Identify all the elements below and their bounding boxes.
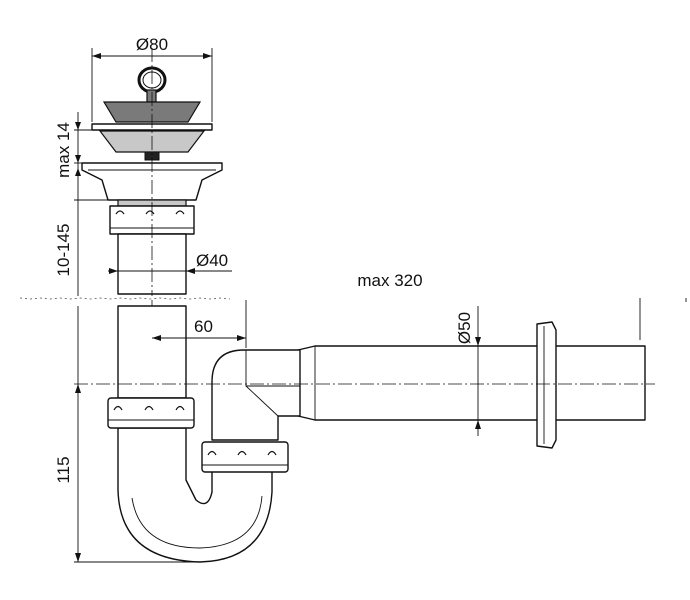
dim-tailpipe-diameter: Ø40 [108,251,232,274]
plug-stopper [102,101,202,123]
trap-bowl [117,427,273,563]
svg-text:max 14: max 14 [54,122,73,178]
dim-strainer-diameter: Ø80 [91,35,213,122]
svg-text:Ø50: Ø50 [455,312,474,344]
svg-text:115: 115 [54,456,73,483]
break-line [19,297,231,300]
dim-outlet-diameter: Ø50 [455,306,481,436]
svg-text:Ø80: Ø80 [136,35,168,54]
outlet-elbow [211,349,301,441]
dim-offset: 60 [152,300,247,348]
svg-text:Ø40: Ø40 [196,251,228,270]
svg-text:60: 60 [194,317,213,336]
wall-flange [536,321,557,449]
union-nut-right [201,441,289,473]
wall-outlet-pipe [297,321,646,449]
dim-adjust-range: 10-145 [54,168,110,296]
tailpipe-lower [117,305,187,399]
union-nut-left [107,397,195,429]
svg-text:10-145: 10-145 [54,224,73,277]
dim-strainer-height: max 14 [54,112,100,178]
dim-wall-pipe-length: max 320 [357,271,422,290]
dim-trap-depth: 115 [54,306,200,563]
